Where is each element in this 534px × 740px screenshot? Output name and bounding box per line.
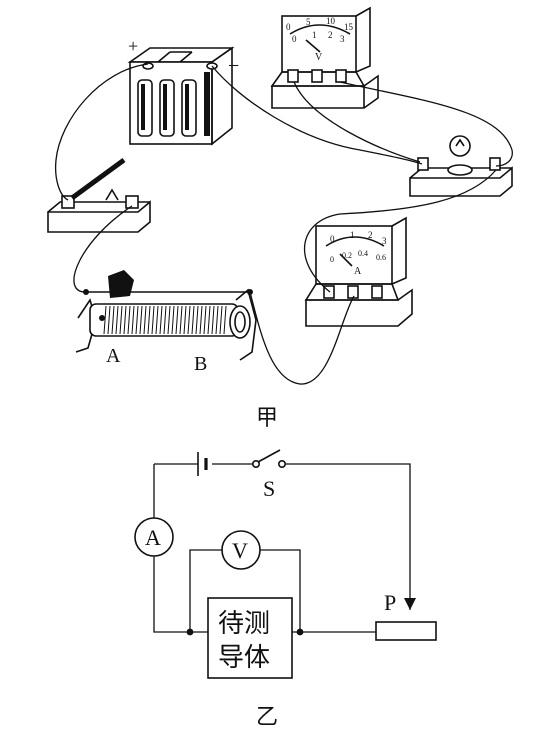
junction-right bbox=[296, 628, 304, 636]
ammeter-symbol bbox=[134, 517, 174, 557]
coil-winding bbox=[143, 305, 147, 335]
voltmeter-tick-15-top: 15 bbox=[344, 22, 354, 32]
battery-symbol bbox=[197, 452, 208, 476]
slider-label: P bbox=[384, 590, 396, 615]
switch-label: S bbox=[263, 476, 275, 501]
coil-winding bbox=[171, 305, 175, 335]
coil-winding bbox=[115, 305, 119, 335]
ammeter-tick-3-top: 3 bbox=[382, 236, 387, 246]
coil-winding bbox=[215, 305, 219, 335]
conductor-under-test bbox=[207, 597, 293, 679]
junction-left bbox=[186, 628, 194, 636]
battery-plus-label: + bbox=[128, 36, 138, 56]
coil-winding bbox=[139, 305, 143, 335]
ammeter-tick-02-bottom: 0.2 bbox=[342, 251, 352, 260]
voltmeter-symbol bbox=[221, 530, 261, 570]
coil-winding bbox=[199, 305, 203, 335]
conductor-label-line1: 待测 bbox=[218, 609, 270, 639]
figure-a-caption: 甲 bbox=[256, 406, 278, 431]
coil-winding bbox=[191, 305, 195, 335]
coil-winding bbox=[175, 305, 179, 335]
ammeter-tick-0-bottom: 0 bbox=[330, 255, 334, 264]
figure-b-caption: 乙 bbox=[256, 705, 278, 730]
coil-winding bbox=[187, 305, 191, 335]
ammeter-unit-label: A bbox=[354, 266, 362, 277]
ammeter-tick-2-top: 2 bbox=[368, 230, 373, 240]
coil-winding bbox=[155, 305, 159, 335]
coil-winding bbox=[123, 305, 127, 335]
voltmeter-terminals bbox=[287, 69, 347, 83]
coil-winding bbox=[167, 305, 171, 335]
voltmeter-tick-10-top: 10 bbox=[326, 16, 336, 26]
coil-winding bbox=[207, 305, 211, 335]
voltmeter-unit-label: V bbox=[315, 52, 323, 63]
voltmeter-tick-3-bottom: 3 bbox=[340, 34, 345, 44]
voltmeter-symbol-label: V bbox=[232, 538, 248, 563]
ammeter-tick-04-bottom: 0.4 bbox=[358, 249, 368, 258]
coil-winding bbox=[147, 305, 151, 335]
voltmeter-tick-0-bottom: 0 bbox=[292, 34, 297, 44]
ammeter-tick-0-top: 0 bbox=[330, 234, 335, 244]
switch-symbol bbox=[252, 449, 286, 468]
schematic-circuit: S A V 待测 导体 P 乙 bbox=[134, 449, 437, 730]
rheostat-end-b-label: B bbox=[194, 353, 207, 375]
coil-winding bbox=[179, 305, 183, 335]
voltmeter-tick-0-top: 0 bbox=[286, 22, 291, 32]
coil-winding bbox=[159, 305, 163, 335]
physical-wires bbox=[54, 63, 513, 385]
voltmeter-tick-1-bottom: 1 bbox=[312, 30, 317, 40]
coil-winding bbox=[131, 305, 135, 335]
ammeter-terminals bbox=[323, 285, 383, 299]
coil-winding bbox=[203, 305, 207, 335]
rheostat-symbol bbox=[375, 621, 437, 641]
coil-winding bbox=[135, 305, 139, 335]
voltmeter-tick-5-top: 5 bbox=[306, 17, 311, 27]
battery-minus-label: − bbox=[228, 55, 239, 77]
coil-winding bbox=[183, 305, 187, 335]
ammeter-tick-1-top: 1 bbox=[350, 230, 355, 240]
coil-winding bbox=[223, 305, 227, 335]
coil-winding bbox=[107, 305, 111, 335]
physical-circuit: + − 0 5 10 15 0 1 2 3 V bbox=[47, 6, 513, 431]
coil-winding bbox=[119, 305, 123, 335]
lamp-board bbox=[409, 135, 513, 197]
rheostat-coil bbox=[103, 305, 227, 335]
coil-winding bbox=[219, 305, 223, 335]
voltmeter-tick-2-bottom: 2 bbox=[328, 30, 333, 40]
coil-winding bbox=[103, 305, 107, 335]
ammeter-symbol-label: A bbox=[145, 525, 161, 550]
coil-winding bbox=[163, 305, 167, 335]
coil-winding bbox=[195, 305, 199, 335]
coil-winding bbox=[211, 305, 215, 335]
coil-winding bbox=[111, 305, 115, 335]
knife-switch bbox=[47, 157, 151, 233]
conductor-label-line2: 导体 bbox=[218, 643, 270, 673]
ammeter-tick-06-bottom: 0.6 bbox=[376, 253, 386, 262]
ammeter-device bbox=[304, 216, 413, 327]
rheostat bbox=[75, 270, 257, 361]
coil-winding bbox=[127, 305, 131, 335]
voltmeter-device bbox=[270, 6, 379, 109]
coil-winding bbox=[151, 305, 155, 335]
battery-pack bbox=[127, 46, 235, 146]
rheostat-end-a-label: A bbox=[106, 345, 121, 367]
